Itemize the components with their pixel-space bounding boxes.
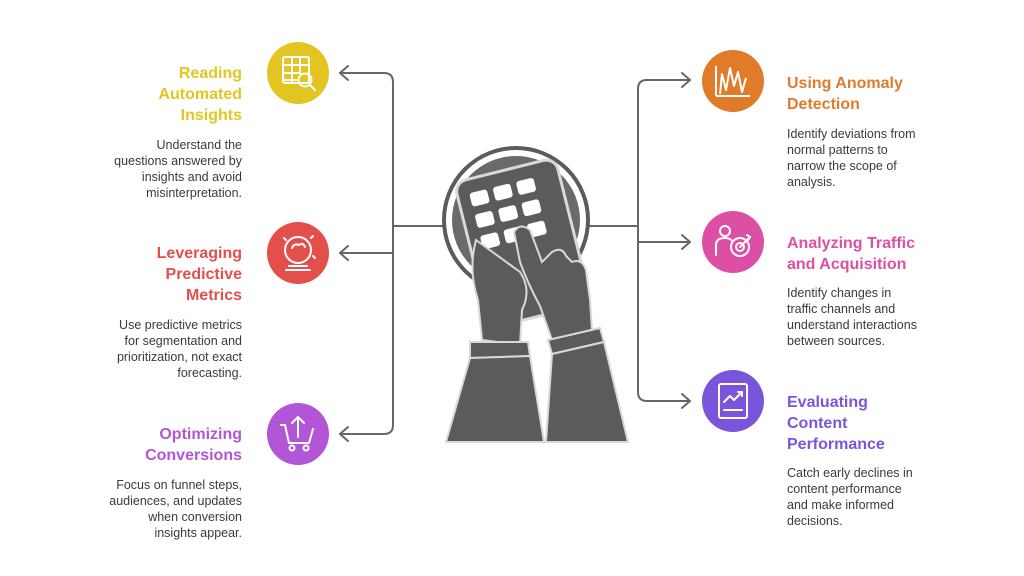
arrowhead-right-2 bbox=[681, 234, 691, 250]
item-description: Use predictive metrics for segmentation … bbox=[116, 318, 242, 380]
cart-arrow-icon bbox=[280, 416, 314, 452]
item-description: Identify deviations from normal patterns… bbox=[787, 127, 916, 189]
arrowhead-left-3 bbox=[339, 426, 349, 442]
right-trunk-line bbox=[637, 79, 691, 402]
item-description: Catch early declines in content performa… bbox=[787, 466, 913, 528]
crystal-ball-icon bbox=[283, 235, 316, 271]
arrowhead-right-1 bbox=[681, 72, 691, 88]
item-title: Reading Automated Insights bbox=[158, 65, 242, 124]
arrowhead-left-1 bbox=[339, 65, 349, 81]
item-description: Focus on funnel steps, audiences, and up… bbox=[109, 478, 242, 540]
item-title: Optimizing Conversions bbox=[145, 426, 242, 464]
item-description: Understand the questions answered by ins… bbox=[114, 138, 242, 200]
spike-chart-icon bbox=[715, 66, 750, 97]
report-chart-icon bbox=[718, 383, 748, 419]
traffic-acquisition-icon-badge bbox=[702, 211, 764, 273]
reading-insights-icon-badge bbox=[267, 42, 329, 104]
table-search-icon bbox=[282, 56, 316, 91]
item-title: Leveraging Predictive Metrics bbox=[156, 245, 242, 304]
person-target-icon bbox=[715, 225, 752, 257]
item-description: Identify changes in traffic channels and… bbox=[787, 286, 917, 348]
arrowhead-right-3 bbox=[681, 393, 691, 409]
item-title: Analyzing Traffic and Acquisition bbox=[787, 235, 916, 273]
item-title: Using Anomaly Detection bbox=[787, 75, 903, 113]
anomaly-detection-icon-badge bbox=[702, 50, 764, 112]
predictive-metrics-icon-badge bbox=[267, 222, 329, 284]
optimizing-conversions-icon-badge bbox=[267, 403, 329, 465]
content-performance-icon-badge bbox=[702, 370, 764, 432]
arrowhead-left-2 bbox=[339, 245, 349, 261]
item-title: Evaluating Content Performance bbox=[787, 394, 885, 453]
